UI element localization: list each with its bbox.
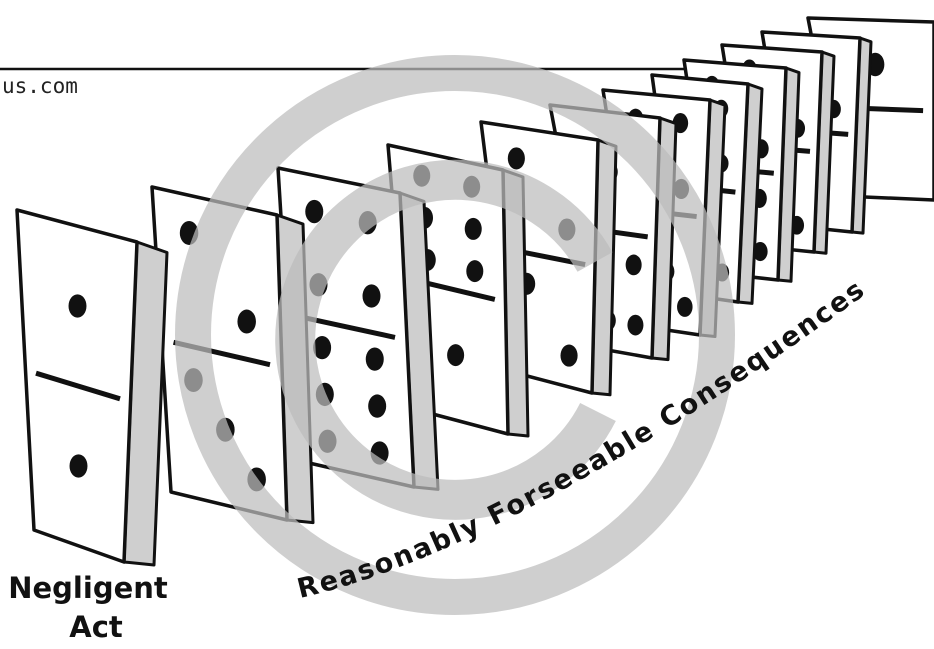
domino-pip: [466, 260, 484, 283]
domino-pip: [752, 241, 768, 262]
domino-pip: [305, 199, 324, 224]
negligent-label-line2: Act: [69, 610, 123, 644]
domino-pip: [677, 296, 693, 317]
domino-pip: [627, 314, 644, 336]
domino-pip: [447, 344, 465, 367]
domino-pip: [365, 347, 384, 371]
domino-pip: [237, 309, 256, 334]
copyright-watermark-icon: [175, 55, 735, 615]
domino-pip: [560, 344, 578, 367]
domino-pip: [68, 294, 87, 318]
domino-pip: [362, 284, 381, 308]
domino-pip: [507, 147, 525, 170]
domino-pip: [368, 394, 387, 418]
domino-pip: [69, 454, 88, 478]
domino: [15, 208, 169, 567]
negligent-label-line1: Negligent: [8, 571, 168, 605]
domino-pip: [625, 254, 642, 276]
site-fragment: us.com: [2, 74, 78, 98]
domino-divider: [35, 370, 121, 402]
domino-pip: [313, 335, 332, 360]
domino-pip: [464, 217, 482, 240]
